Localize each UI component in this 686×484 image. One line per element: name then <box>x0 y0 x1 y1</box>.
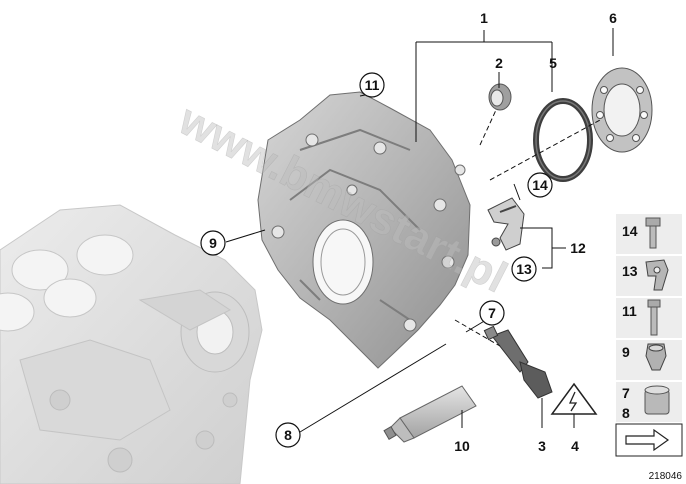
esd-warning-icon <box>550 382 598 415</box>
callout-11: 11 <box>365 77 380 93</box>
callout-7: 7 <box>488 305 496 321</box>
callout-circle-13: 13 <box>511 256 537 282</box>
arrow-right-icon <box>625 428 670 452</box>
callout-10: 10 <box>454 438 470 454</box>
callout-1: 1 <box>480 10 488 26</box>
shaft-seal-part <box>488 83 512 111</box>
callout-4: 4 <box>571 438 579 454</box>
sensor-part <box>483 325 553 399</box>
bolt-icon <box>645 217 661 249</box>
plug-icon <box>645 343 667 371</box>
side-label-8: 8 <box>622 405 630 421</box>
side-panel-row-9: 9 <box>616 340 682 380</box>
bracket-part <box>487 197 525 251</box>
side-label-7: 7 <box>622 385 630 401</box>
callout-circle-9: 9 <box>200 230 226 256</box>
callout-circle-14: 14 <box>527 172 553 198</box>
side-panel: 14 13 11 9 <box>615 214 683 482</box>
side-label-14: 14 <box>622 223 638 239</box>
callout-9: 9 <box>209 235 217 251</box>
sealant-tube-part <box>383 385 477 443</box>
callout-8: 8 <box>284 427 292 443</box>
leader-lines <box>225 28 614 433</box>
callout-5: 5 <box>549 55 557 71</box>
callout-circle-8: 8 <box>275 422 301 448</box>
pulse-wheel-part <box>591 67 653 153</box>
next-page-button[interactable] <box>615 423 683 457</box>
callout-12: 12 <box>570 240 586 256</box>
callout-14: 14 <box>532 177 548 193</box>
callout-labels: 1 2 3 4 5 6 10 12 11 9 14 13 7 8 <box>200 10 617 454</box>
side-label-13: 13 <box>622 263 638 279</box>
side-panel-row-13: 13 <box>616 256 682 296</box>
bracket-icon <box>645 259 669 291</box>
side-label-9: 9 <box>622 344 630 360</box>
callout-6: 6 <box>609 10 617 26</box>
side-panel-row-7-8: 7 8 <box>616 382 682 422</box>
callout-circle-11: 11 <box>359 72 385 98</box>
sleeve-icon <box>644 385 670 415</box>
callout-3: 3 <box>538 438 546 454</box>
long-bolt-icon <box>647 299 661 336</box>
o-ring-part <box>533 98 593 182</box>
callout-2: 2 <box>495 55 503 71</box>
document-number: 218046 <box>649 471 683 482</box>
side-panel-row-11: 11 <box>616 298 682 338</box>
callout-circle-7: 7 <box>479 300 505 326</box>
side-panel-row-14: 14 <box>616 214 682 254</box>
side-label-11: 11 <box>622 303 637 319</box>
engine-block <box>0 204 263 484</box>
callout-13: 13 <box>516 261 532 277</box>
